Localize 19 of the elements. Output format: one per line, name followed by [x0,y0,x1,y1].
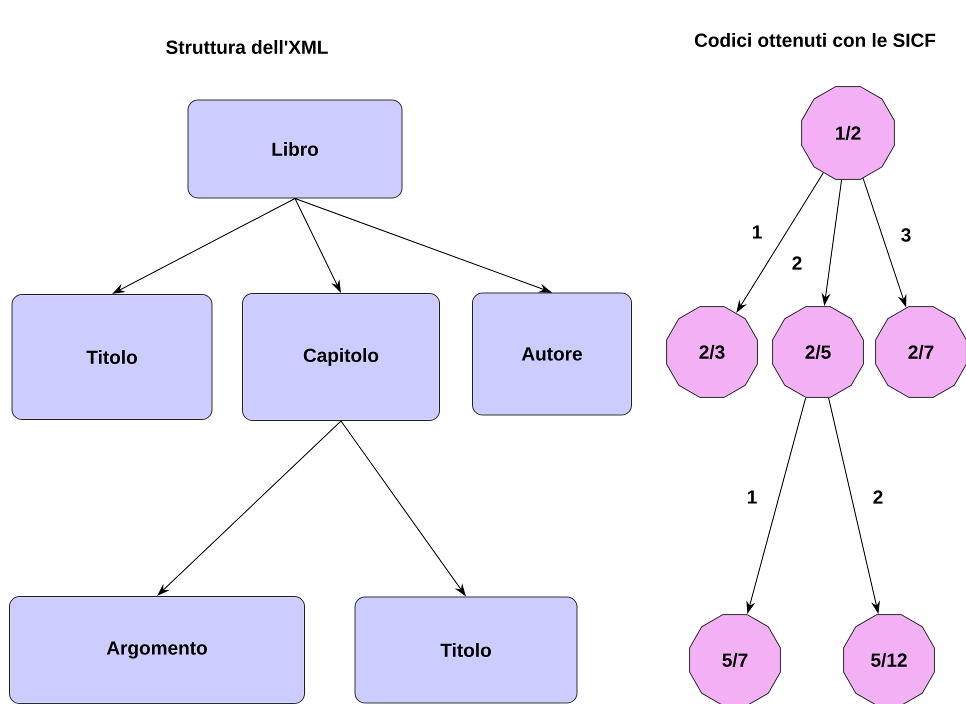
edge-label: 1 [746,489,758,505]
edge-label: 2 [872,489,884,505]
polygon-node: 2/7 [875,306,966,398]
rounded-box: Argomento [9,596,305,704]
rounded-box: Autore [472,292,632,416]
heading: Struttura dell'XML [166,40,328,54]
heading: Codici ottenuti con le SICF [694,33,936,47]
polygon-node: 1/2 [801,86,895,180]
polygon-node: 2/5 [772,306,864,398]
edge-label: 3 [900,227,912,243]
rounded-box: Capitolo [242,293,440,421]
polygon-node: 5/7 [689,614,781,704]
rounded-box: Titolo [354,596,578,704]
edge-label: 2 [790,255,804,271]
rounded-box: Libro [188,100,402,198]
rounded-box: Titolo [12,294,212,420]
edge-label: 1 [750,224,764,240]
polygon-node: 5/12 [843,614,935,704]
polygon-node: 2/3 [666,306,758,398]
